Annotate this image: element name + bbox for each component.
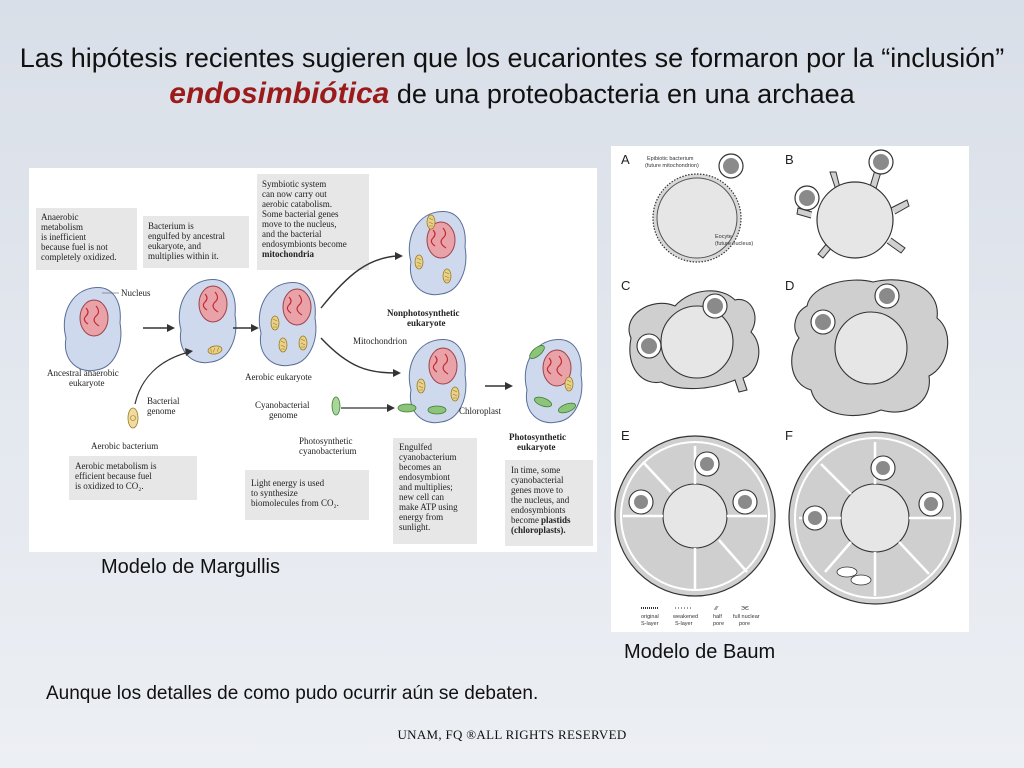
box-aerobic-metabolism: Aerobic metabolism is efficient because … [69, 456, 197, 500]
baum-diagram: A B C D E F Epibiotic bacterium (future … [611, 146, 969, 632]
panel-d [791, 279, 949, 417]
chloroplast-label: Chloroplast [459, 406, 501, 416]
cyanobacterial-genome-label: Cyanobacterial genome [255, 400, 312, 420]
box-anaerobic-text: Anaerobic metabolism is inefficient beca… [41, 212, 116, 262]
aerobic-eukaryote-label: Aerobic eukaryote [245, 372, 312, 382]
epibiotic-label: Epibiotic bacterium (future mitochondrio… [645, 156, 699, 169]
photosynthetic-eukaryote-cell [524, 338, 583, 424]
slide-title: Las hipótesis recientes sugieren que los… [10, 40, 1014, 112]
baum-legend: ⁄⁄⁄ ЭЄ original S-layer weakened S-layer… [641, 606, 761, 627]
panel-label-f: F [785, 428, 793, 443]
box-symbiotic: Symbiotic system can now carry out aerob… [257, 174, 369, 270]
aerobic-bacterium [127, 407, 139, 429]
margulis-svg: Anaerobic metabolism is inefficient beca… [36, 174, 593, 546]
ancestral-eukaryote-cell [63, 286, 122, 372]
nucleus-label: Nucleus [121, 288, 151, 298]
box-engulfed-text: Engulfed cyanobacterium becomes an endos… [399, 442, 460, 532]
nonphotosynthetic-cell [408, 210, 467, 296]
photosynthetic-eukaryote-label: Photosynthetic eukaryote [509, 432, 568, 452]
aerobic-bacterium-label: Aerobic bacterium [91, 441, 158, 451]
box-plastids: In time, some cyanobacterial genes move … [505, 460, 593, 546]
legend-original: original S-layer [641, 614, 660, 627]
cyanobacterium [331, 396, 341, 416]
margulis-caption: Modelo de Margullis [101, 556, 280, 578]
panel-label-a: A [621, 152, 630, 167]
svg-text:ЭЄ: ЭЄ [741, 606, 749, 612]
mitochondrion-label: Mitochondrion [353, 336, 407, 346]
eocyte-label: Eocyte (future nucleus) [715, 234, 753, 247]
photosynthetic-cyanobacterium-label: Photosynthetic cyanobacterium [299, 436, 356, 456]
legend-full-pore: full nuclear pore [733, 614, 761, 627]
plastids-term: plastids (chloroplasts). [511, 515, 573, 535]
debate-note: Aunque los detalles de como pudo ocurrir… [46, 683, 539, 704]
panel-e [614, 435, 776, 597]
mitochondria-term: mitochondria [262, 249, 315, 259]
ancestral-label: Ancestral anaerobic eukaryote [47, 368, 121, 388]
box-symbiotic-text: Symbiotic system can now carry out aerob… [262, 179, 347, 249]
cell-with-cyanobacterium [408, 338, 467, 424]
title-part-1: Las hipótesis recientes sugieren que los… [19, 43, 1005, 73]
panel-c [628, 290, 760, 393]
panel-label-b: B [785, 152, 794, 167]
box-engulfed: Engulfed cyanobacterium becomes an endos… [393, 438, 477, 544]
panel-label-c: C [621, 278, 630, 293]
box-light-energy: Light energy is used to synthesize biomo… [245, 470, 369, 520]
title-part-2: de una proteobacteria en una archaea [396, 79, 855, 109]
panel-a: Epibiotic bacterium (future mitochondrio… [645, 153, 753, 263]
aerobic-eukaryote-cell [258, 281, 317, 367]
baum-caption: Modelo de Baum [624, 641, 776, 663]
panel-label-e: E [621, 428, 630, 443]
baum-svg: A B C D E F Epibiotic bacterium (future … [614, 149, 962, 627]
box-anaerobic: Anaerobic metabolism is inefficient beca… [36, 208, 137, 270]
box-plastids-text: In time, some cyanobacterial genes move … [511, 465, 571, 525]
nonphotosynthetic-label: Nonphotosynthetic eukaryote [387, 308, 462, 328]
box-aerobic-metabolism-text: Aerobic metabolism is efficient because … [75, 461, 159, 491]
panel-b [794, 149, 910, 259]
legend-half-pore: half pore [713, 614, 724, 627]
legend-weakened: weakened S-layer [672, 614, 700, 627]
box-bacterium-engulfed-text: Bacterium is engulfed by ancestral eukar… [148, 221, 227, 261]
box-bacterium-engulfed: Bacterium is engulfed by ancestral eukar… [143, 216, 249, 268]
svg-text:⁄⁄⁄: ⁄⁄⁄ [713, 606, 719, 612]
panel-f [788, 431, 962, 605]
footer-copyright: UNAM, FQ ®ALL RIGHTS RESERVED [397, 727, 627, 742]
title-highlight: endosimbiótica [169, 77, 390, 110]
panel-label-d: D [785, 278, 794, 293]
box-light-energy-text: Light energy is used to synthesize biomo… [251, 478, 339, 508]
bacterial-genome-label: Bacterial genome [147, 396, 182, 416]
margulis-diagram: Anaerobic metabolism is inefficient beca… [29, 168, 597, 552]
